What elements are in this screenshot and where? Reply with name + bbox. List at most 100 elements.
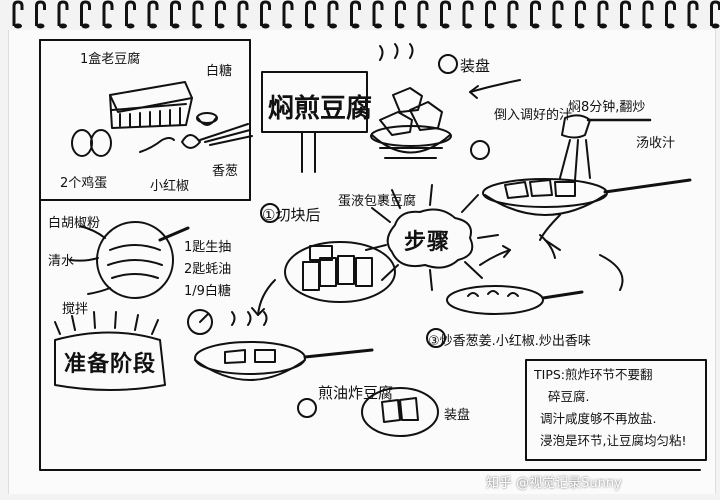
tips-line-1: TIPS:煎炸环节不要翻: [534, 367, 653, 382]
frame-outline: [39, 39, 701, 471]
binding-hole: [599, 23, 607, 29]
binding-hole: [239, 23, 247, 29]
watermark: 知乎 @视觉记录Sunny: [486, 476, 622, 491]
steps-section-title: 步骤: [404, 230, 451, 255]
eggs-icon: [71, 129, 112, 157]
step4-label-a: 倒入调好的汁: [494, 108, 573, 123]
binding-ring: [327, 0, 339, 26]
binding-hole: [441, 23, 450, 29]
sauce-mix: 搅拌: [62, 302, 89, 317]
binding-ring: [147, 0, 159, 26]
binding-ring: [282, 0, 294, 26]
ingredient-scallion: 香葱: [212, 164, 239, 179]
prep-badge: [54, 311, 166, 391]
binding-ring: [372, 0, 384, 26]
binding-ring: [440, 0, 451, 26]
ingredient-eggs: 2个鸡蛋: [60, 176, 108, 191]
steps-burst: [365, 184, 499, 291]
step2-plate-icon: [361, 387, 439, 437]
binding-hole: [81, 23, 90, 29]
binding-ring: [530, 0, 541, 26]
binding-ring: [552, 0, 564, 26]
step4-label-b: 焖8分钟,翻炒: [568, 100, 646, 115]
sauce-soy: 1匙生抽: [184, 240, 232, 255]
binding-hole: [59, 23, 67, 29]
ingredient-sugar: 白糖: [206, 64, 233, 79]
binding-hole: [374, 23, 382, 29]
arrow-to-plate: [469, 79, 521, 93]
prep-section-title: 准备阶段: [64, 352, 157, 377]
page-title: 焖煎豆腐: [268, 94, 373, 124]
binding-hole: [14, 23, 22, 29]
step1-detail: 蛋液包裹豆腐: [338, 194, 417, 209]
binding-hole: [554, 23, 562, 29]
binding-hole: [306, 23, 315, 29]
step3-number: [426, 328, 446, 348]
binding-ring: [12, 0, 24, 26]
binding-hole: [284, 23, 292, 29]
binding-hole: [36, 23, 45, 29]
tofu-box-icon: [109, 81, 193, 129]
step4-number: [470, 140, 490, 160]
scallion-icon: [199, 123, 253, 146]
binding-ring: [642, 0, 654, 26]
step2-pan-icon: [194, 341, 374, 381]
binding-hole: [689, 23, 697, 29]
step2-number: [297, 398, 317, 418]
binding-ring: [237, 0, 249, 26]
binding-hole: [329, 23, 337, 29]
sugar-icon: [196, 112, 218, 126]
steam-lines: [231, 311, 268, 326]
binding-ring: [462, 0, 474, 26]
binding-hole: [531, 23, 540, 29]
sauce-sugar: 1/9白糖: [184, 284, 231, 299]
step4-wok-icon: [482, 114, 692, 216]
garlic-icon: [181, 134, 201, 149]
binding-hole: [261, 23, 270, 29]
step1-plate-icon: [284, 241, 396, 303]
title-sign: [261, 71, 368, 173]
sauce-water: 清水: [48, 254, 75, 269]
binding-hole: [419, 23, 427, 29]
sauce-oyster: 2匙蚝油: [184, 262, 232, 277]
binding-ring: [620, 0, 631, 26]
binding-ring: [57, 0, 69, 26]
binding-hole: [576, 23, 585, 29]
binding-ring: [485, 0, 496, 26]
binding-hole: [486, 23, 495, 29]
arrow-1-2: [257, 279, 276, 316]
binding-hole: [149, 23, 157, 29]
binding-ring: [102, 0, 114, 26]
step3-pan-icon: [446, 285, 584, 315]
binding-ring: [507, 0, 519, 26]
sauce-bowl-icon: [96, 221, 190, 299]
step4-label-c: 汤收汁: [636, 136, 676, 151]
binding-hole: [126, 23, 135, 29]
tips-box: [525, 359, 707, 461]
binding-hole: [644, 23, 652, 29]
binding-hole: [194, 23, 202, 29]
binding-hole: [509, 23, 517, 29]
step1-number: [260, 203, 280, 223]
binding-ring: [35, 0, 46, 26]
binding-ring: [665, 0, 676, 26]
binding-ring: [395, 0, 406, 26]
binding-ring: [597, 0, 609, 26]
chili-icon: [139, 137, 175, 153]
step2-label: 煎油炸豆腐: [318, 384, 394, 402]
binding-ring: [125, 0, 136, 26]
heat-gauge-icon: [187, 309, 213, 335]
tips-line-3: 调汁咸度够不再放盐.: [540, 411, 657, 426]
binding-ring: [305, 0, 316, 26]
spiral-binding: [0, 0, 720, 30]
binding-hole: [104, 23, 112, 29]
step3-label: ③炒香葱姜.小红椒.炒出香味: [428, 334, 591, 349]
binding-ring: [350, 0, 361, 26]
binding-hole: [464, 23, 472, 29]
binding-hole: [171, 23, 180, 29]
step2-plate-label: 装盘: [444, 408, 471, 423]
arrow-step3: [479, 249, 511, 266]
binding-ring: [80, 0, 91, 26]
